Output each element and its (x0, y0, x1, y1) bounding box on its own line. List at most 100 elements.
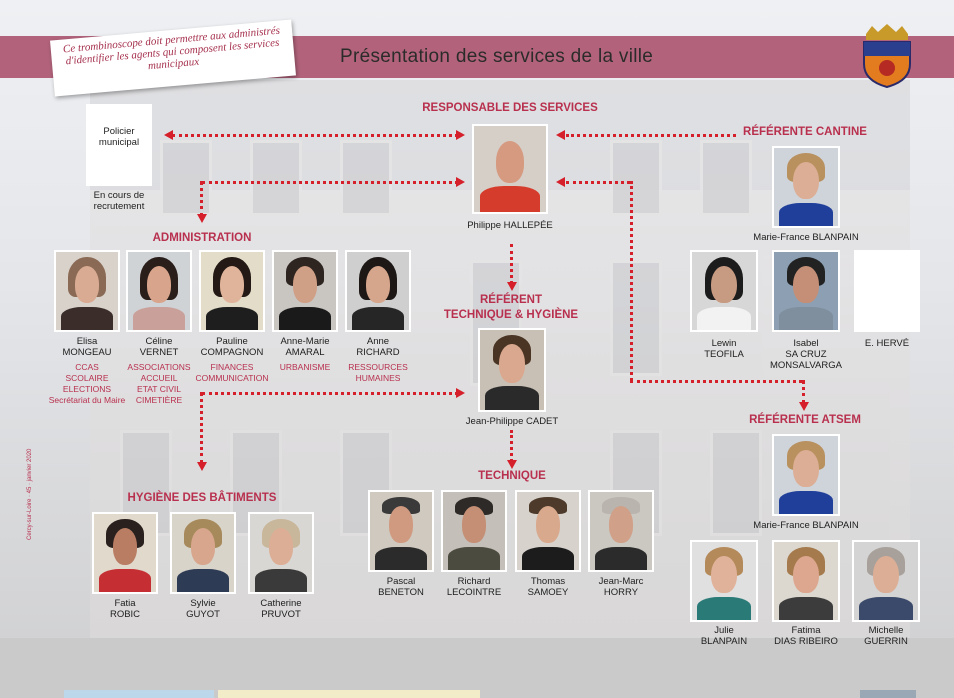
arrow-down-icon (507, 460, 517, 469)
name-elisa-first: Elisa (76, 336, 98, 347)
photo-pauline-compagnon (199, 250, 265, 332)
name-celine-last: VERNET (139, 347, 179, 358)
photo-jean-marc-horry (588, 490, 654, 572)
photo-philippe-hallepee (472, 124, 548, 214)
name-anne-last: RICHARD (356, 347, 400, 358)
photo-fatia-robic (92, 512, 158, 594)
section-referent-line-2: TECHNIQUE & HYGIÈNE (443, 309, 579, 321)
section-referent-line-1: RÉFÉRENT (480, 294, 542, 306)
photo-lewin-teofila (690, 250, 758, 332)
name-fatima-last: DIAS RIBEIRO (774, 636, 838, 647)
section-atsem: RÉFÉRENTE ATSEM (749, 414, 861, 426)
name-e-herve: E. HERVÉ (864, 338, 910, 349)
photo-jean-philippe-cadet (478, 328, 546, 412)
name-pauline-first: Pauline (216, 336, 248, 347)
role-elisa-2: SCOLAIRE (65, 373, 109, 383)
name-pauline-last: COMPAGNON (200, 347, 264, 358)
photo-catherine-pruvot (248, 512, 314, 594)
name-richard-last: LECOINTRE (446, 587, 502, 598)
arrow-down-icon (197, 462, 207, 471)
name-celine-first: Céline (145, 336, 173, 347)
name-isabel-last: SA CRUZ (785, 349, 827, 360)
name-thomas-first: Thomas (530, 576, 566, 587)
arrow-left-icon (556, 177, 565, 187)
name-philippe-hallepee: Philippe HALLEPÉE (467, 220, 553, 231)
name-sylvie-first: Sylvie (190, 598, 216, 609)
role-pauline-2: COMMUNICATION (195, 373, 269, 383)
role-celine-1: ASSOCIATIONS (127, 362, 191, 372)
arrow-left-icon (556, 130, 565, 140)
name-lewin-first: Lewin (711, 338, 737, 349)
role-celine-3: ETAT CIVIL (137, 384, 181, 394)
role-anne-2: HUMAINES (355, 373, 401, 383)
connector-line (630, 181, 633, 381)
name-michelle-last: GUERRIN (864, 636, 908, 647)
photo-anne-richard (345, 250, 411, 332)
name-catherine-first: Catherine (260, 598, 302, 609)
name-jean-marc-last: HORRY (603, 587, 639, 598)
connector-line (510, 430, 513, 462)
section-cantine: RÉFÉRENTE CANTINE (743, 126, 867, 138)
photo-celine-vernet (126, 250, 192, 332)
photo-e-herve-placeholder (854, 250, 920, 332)
connector-line (200, 181, 203, 217)
name-jean-marc-first: Jean-Marc (598, 576, 644, 587)
role-elisa-1: CCAS (75, 362, 99, 372)
role-anne-1: RESSOURCES (348, 362, 408, 372)
police-status-line-1: En cours de (93, 190, 145, 201)
name-elisa-last: MONGEAU (62, 347, 112, 358)
role-celine-2: ACCUEIL (140, 373, 178, 383)
police-placeholder (86, 104, 152, 186)
section-hygiene: HYGIÈNE DES BÂTIMENTS (127, 492, 277, 504)
name-anne-marie-first: Anne-Marie (280, 336, 330, 347)
photo-julie-blanpain (690, 540, 758, 622)
arrow-down-icon (197, 214, 207, 223)
role-pauline-1: FINANCES (210, 362, 254, 372)
photo-atsem-referente (772, 434, 840, 516)
connector-line (172, 134, 458, 137)
side-caption: Cercy-sur-Loire · 45 · janvier 2020 (27, 448, 33, 540)
name-sylvie-last: GUYOT (186, 609, 220, 620)
photo-michelle-guerrin (852, 540, 920, 622)
role-elisa-3: ELECTIONS (62, 384, 112, 394)
role-elisa-4: Secrétariat du Maire (48, 395, 126, 405)
police-label: Policier municipal (98, 126, 140, 148)
arrow-right-icon (456, 388, 465, 398)
connector-line (630, 380, 802, 383)
arrow-left-icon (164, 130, 173, 140)
photo-anne-marie-amaral (272, 250, 338, 332)
role-anne-marie-1: URBANISME (279, 362, 331, 372)
connector-line (202, 181, 458, 184)
name-lewin-last: TEOFILA (704, 349, 744, 360)
name-atsem-referente: Marie-France BLANPAIN (753, 520, 859, 531)
section-responsable: RESPONSABLE DES SERVICES (422, 102, 598, 114)
connector-line (202, 392, 458, 395)
connector-line (510, 244, 513, 284)
photo-richard-lecointre (441, 490, 507, 572)
photo-cantine-referente (772, 146, 840, 228)
name-pascal-first: Pascal (386, 576, 416, 587)
name-jean-philippe-cadet: Jean-Philippe CADET (465, 416, 559, 427)
section-technique: TECHNIQUE (478, 470, 546, 482)
photo-elisa-mongeau (54, 250, 120, 332)
city-crest-icon (863, 24, 911, 88)
name-fatima-first: Fatima (791, 625, 821, 636)
name-julie-last: BLANPAIN (700, 636, 748, 647)
page-title: Présentation des services de la ville (340, 46, 654, 67)
name-richard-first: Richard (457, 576, 491, 587)
role-celine-4: CIMETIÈRE (135, 395, 183, 405)
arrow-right-icon (456, 130, 465, 140)
arrow-down-icon (507, 282, 517, 291)
name-pascal-last: BENETON (378, 587, 424, 598)
connector-line (200, 392, 203, 464)
arrow-down-icon (799, 402, 809, 411)
photo-pascal-beneton (368, 490, 434, 572)
name-julie-first: Julie (714, 625, 734, 636)
name-anne-marie-last: AMARAL (285, 347, 325, 358)
name-isabel-first: Isabel (793, 338, 819, 349)
section-administration: ADMINISTRATION (152, 232, 252, 244)
name-isabel-last2: MONSALVARGA (770, 360, 842, 371)
name-thomas-last: SAMOEY (527, 587, 569, 598)
name-catherine-last: PRUVOT (261, 609, 301, 620)
connector-line (566, 181, 630, 184)
